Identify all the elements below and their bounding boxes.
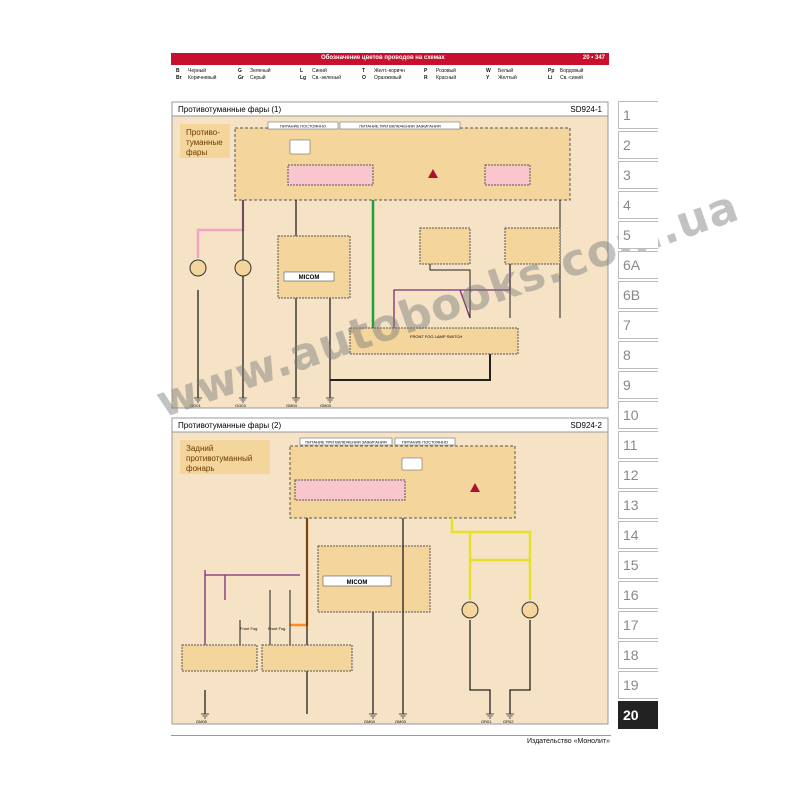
tab-7[interactable]: 7 (618, 311, 658, 339)
diagram-1-title: Противотуманные фары (1) (178, 105, 281, 114)
diagram-2-subtitle2: противотуманный (186, 454, 252, 463)
front-fog-label-1: Front Fog (240, 626, 257, 631)
micom-label-1: MICOM (299, 275, 320, 281)
tab-17[interactable]: 17 (618, 611, 658, 639)
ground-gm05: GM05 (196, 719, 208, 724)
diagram-1-label-box (180, 124, 230, 158)
warning-icon-2 (470, 483, 480, 492)
tab-15[interactable]: 15 (618, 551, 658, 579)
tab-6b[interactable]: 6B (618, 281, 658, 309)
rear-fog-lamp-left (461, 601, 479, 619)
diagram-2-label-box (180, 440, 270, 474)
diagram-1-subtitle1: Противо- (186, 128, 220, 137)
ground-gm04-2: GM04 (364, 719, 376, 724)
warning-icon (428, 169, 438, 178)
diagram-1-subtitle3: фары (186, 148, 207, 157)
light-switch (181, 644, 258, 672)
diagram-1-titlebar (171, 101, 609, 117)
power-ign-1: ПИТАНИЕ ПРИ ВКЛЮЧЕНИИ ЗАЖИГАНИЯ (359, 124, 440, 129)
tab-18[interactable]: 18 (618, 641, 658, 669)
tab-13[interactable]: 13 (618, 491, 658, 519)
page-ref: • 347 (591, 55, 605, 61)
tab-11[interactable]: 11 (618, 431, 658, 459)
micom-module-1 (277, 235, 351, 299)
bcm-module-1 (419, 227, 471, 265)
diagram-1-subtitle2: туманные (186, 138, 223, 147)
rear-fog-lamp-right (521, 601, 539, 619)
power-ign-2: ПИТАНИЕ ПРИ ВКЛЮЧЕНИИ ЗАЖИГАНИЯ (305, 440, 386, 445)
tab-9[interactable]: 9 (618, 371, 658, 399)
tab-20[interactable]: 20 (618, 701, 658, 729)
fuse-2 (401, 457, 423, 471)
tab-10[interactable]: 10 (618, 401, 658, 429)
front-fog-switch (349, 327, 519, 355)
headlamp-module-1 (504, 227, 561, 265)
fog-lamp-left (189, 259, 207, 277)
diagram-2-subtitle3: фонарь (186, 464, 215, 473)
tab-3[interactable]: 3 (618, 161, 658, 189)
rear-fog-relay-2 (294, 479, 406, 501)
tab-19[interactable]: 19 (618, 671, 658, 699)
diagram-1: Противотуманные фары (1) SD924-1 Противо… (171, 101, 609, 409)
ground-gm03-2: GM03 (395, 719, 407, 724)
diagram-2-titlebar (171, 417, 609, 433)
fog-lamp-right (234, 259, 252, 277)
tab-14[interactable]: 14 (618, 521, 658, 549)
ground-gr02: GR02 (503, 719, 514, 724)
diagram-2-code: SD924-2 (570, 421, 602, 430)
switch-label-1: FRONT FOG LAMP SWITCH (410, 334, 462, 339)
publisher: Издательство «Монолит» (526, 738, 610, 745)
tab-5[interactable]: 5 (618, 221, 658, 249)
page-badge: 20 (582, 55, 590, 61)
color-legend-header: Обозначение цветов проводов на схемах 20… (171, 53, 609, 65)
rear-fog-switch (261, 644, 353, 672)
rear-fog-relay-1 (484, 164, 531, 186)
diagram-1-code: SD924-1 (570, 105, 602, 114)
ground-gg01: GG01 (190, 403, 201, 408)
tab-6a[interactable]: 6A (618, 251, 658, 279)
front-fog-relay (287, 164, 374, 186)
fuse-1 (289, 139, 311, 155)
diagram-2: Противотуманные фары (2) SD924-2 Задний … (171, 417, 609, 725)
junction-box-1 (234, 127, 571, 201)
ground-gg03: GG03 (235, 403, 246, 408)
micom-label-2: MICOM (347, 580, 368, 586)
ground-gm03: GM03 (320, 403, 332, 408)
diagram-2-title: Противотуманные фары (2) (178, 421, 281, 430)
power-const-1: ПИТАНИЕ ПОСТОЯННО (280, 124, 326, 129)
ground-symbols-2 (201, 713, 514, 719)
tab-4[interactable]: 4 (618, 191, 658, 219)
tab-2[interactable]: 2 (618, 131, 658, 159)
tab-1[interactable]: 1 (618, 101, 658, 129)
tab-8[interactable]: 8 (618, 341, 658, 369)
tab-16[interactable]: 16 (618, 581, 658, 609)
front-fog-label-2: Front Fog (268, 626, 285, 631)
footer-divider (171, 735, 611, 736)
ground-gm04: GM04 (286, 403, 298, 408)
diagram-2-subtitle1: Задний (186, 444, 213, 453)
tab-12[interactable]: 12 (618, 461, 658, 489)
power-const-2: ПИТАНИЕ ПОСТОЯННО (402, 440, 448, 445)
ground-gr01: GR01 (481, 719, 492, 724)
ground-symbols-1 (194, 397, 334, 403)
header-title: Обозначение цветов проводов на схемах (321, 55, 445, 61)
